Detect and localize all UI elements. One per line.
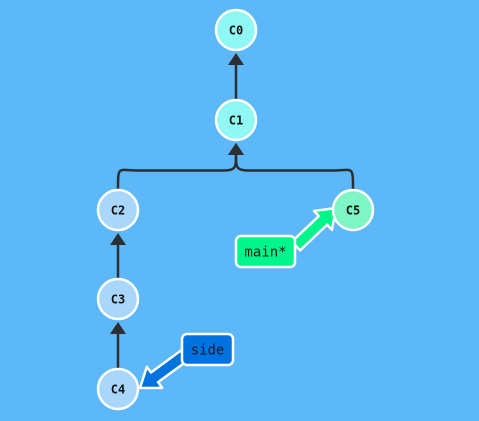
commit-c1[interactable]: C1 xyxy=(214,98,258,142)
branch-label-text: main* xyxy=(244,245,286,261)
branch-label-box xyxy=(180,332,235,367)
commit-circle xyxy=(214,98,258,142)
edge-c4-c3 xyxy=(110,322,126,369)
arrowhead xyxy=(110,233,126,245)
branch-main[interactable]: main* xyxy=(234,206,338,269)
branch-label-text: side xyxy=(191,343,225,359)
commit-c0[interactable]: C0 xyxy=(214,8,258,52)
commit-label: C0 xyxy=(229,24,243,38)
edge-line xyxy=(234,152,355,191)
edge-c1-c0 xyxy=(228,53,244,100)
commit-circle xyxy=(96,367,140,411)
commit-circle xyxy=(331,188,375,232)
commit-label: C5 xyxy=(346,204,360,218)
arrowhead xyxy=(228,143,244,155)
edge-c3-c2 xyxy=(110,233,126,279)
commit-label: C2 xyxy=(111,204,125,218)
branch-side[interactable]: side xyxy=(138,332,235,390)
arrowhead xyxy=(228,53,244,65)
edges-layer xyxy=(110,53,355,369)
commit-c2[interactable]: C2 xyxy=(96,188,140,232)
edge-c2-c1 xyxy=(116,143,244,191)
commit-c4[interactable]: C4 xyxy=(96,367,140,411)
commit-label: C4 xyxy=(111,383,125,397)
edge-line xyxy=(116,152,238,191)
commit-label: C1 xyxy=(229,114,243,128)
branch-label-box xyxy=(234,234,297,269)
commit-circle xyxy=(214,8,258,52)
branch-arrow xyxy=(290,206,338,252)
edge-c5-c1 xyxy=(228,143,355,191)
branch-layer: main* side xyxy=(138,206,338,390)
commit-label: C3 xyxy=(111,293,125,307)
arrowhead xyxy=(110,322,126,334)
commit-c5[interactable]: C5 xyxy=(331,188,375,232)
commit-circle xyxy=(96,277,140,321)
commit-c3[interactable]: C3 xyxy=(96,277,140,321)
commit-circle xyxy=(96,188,140,232)
